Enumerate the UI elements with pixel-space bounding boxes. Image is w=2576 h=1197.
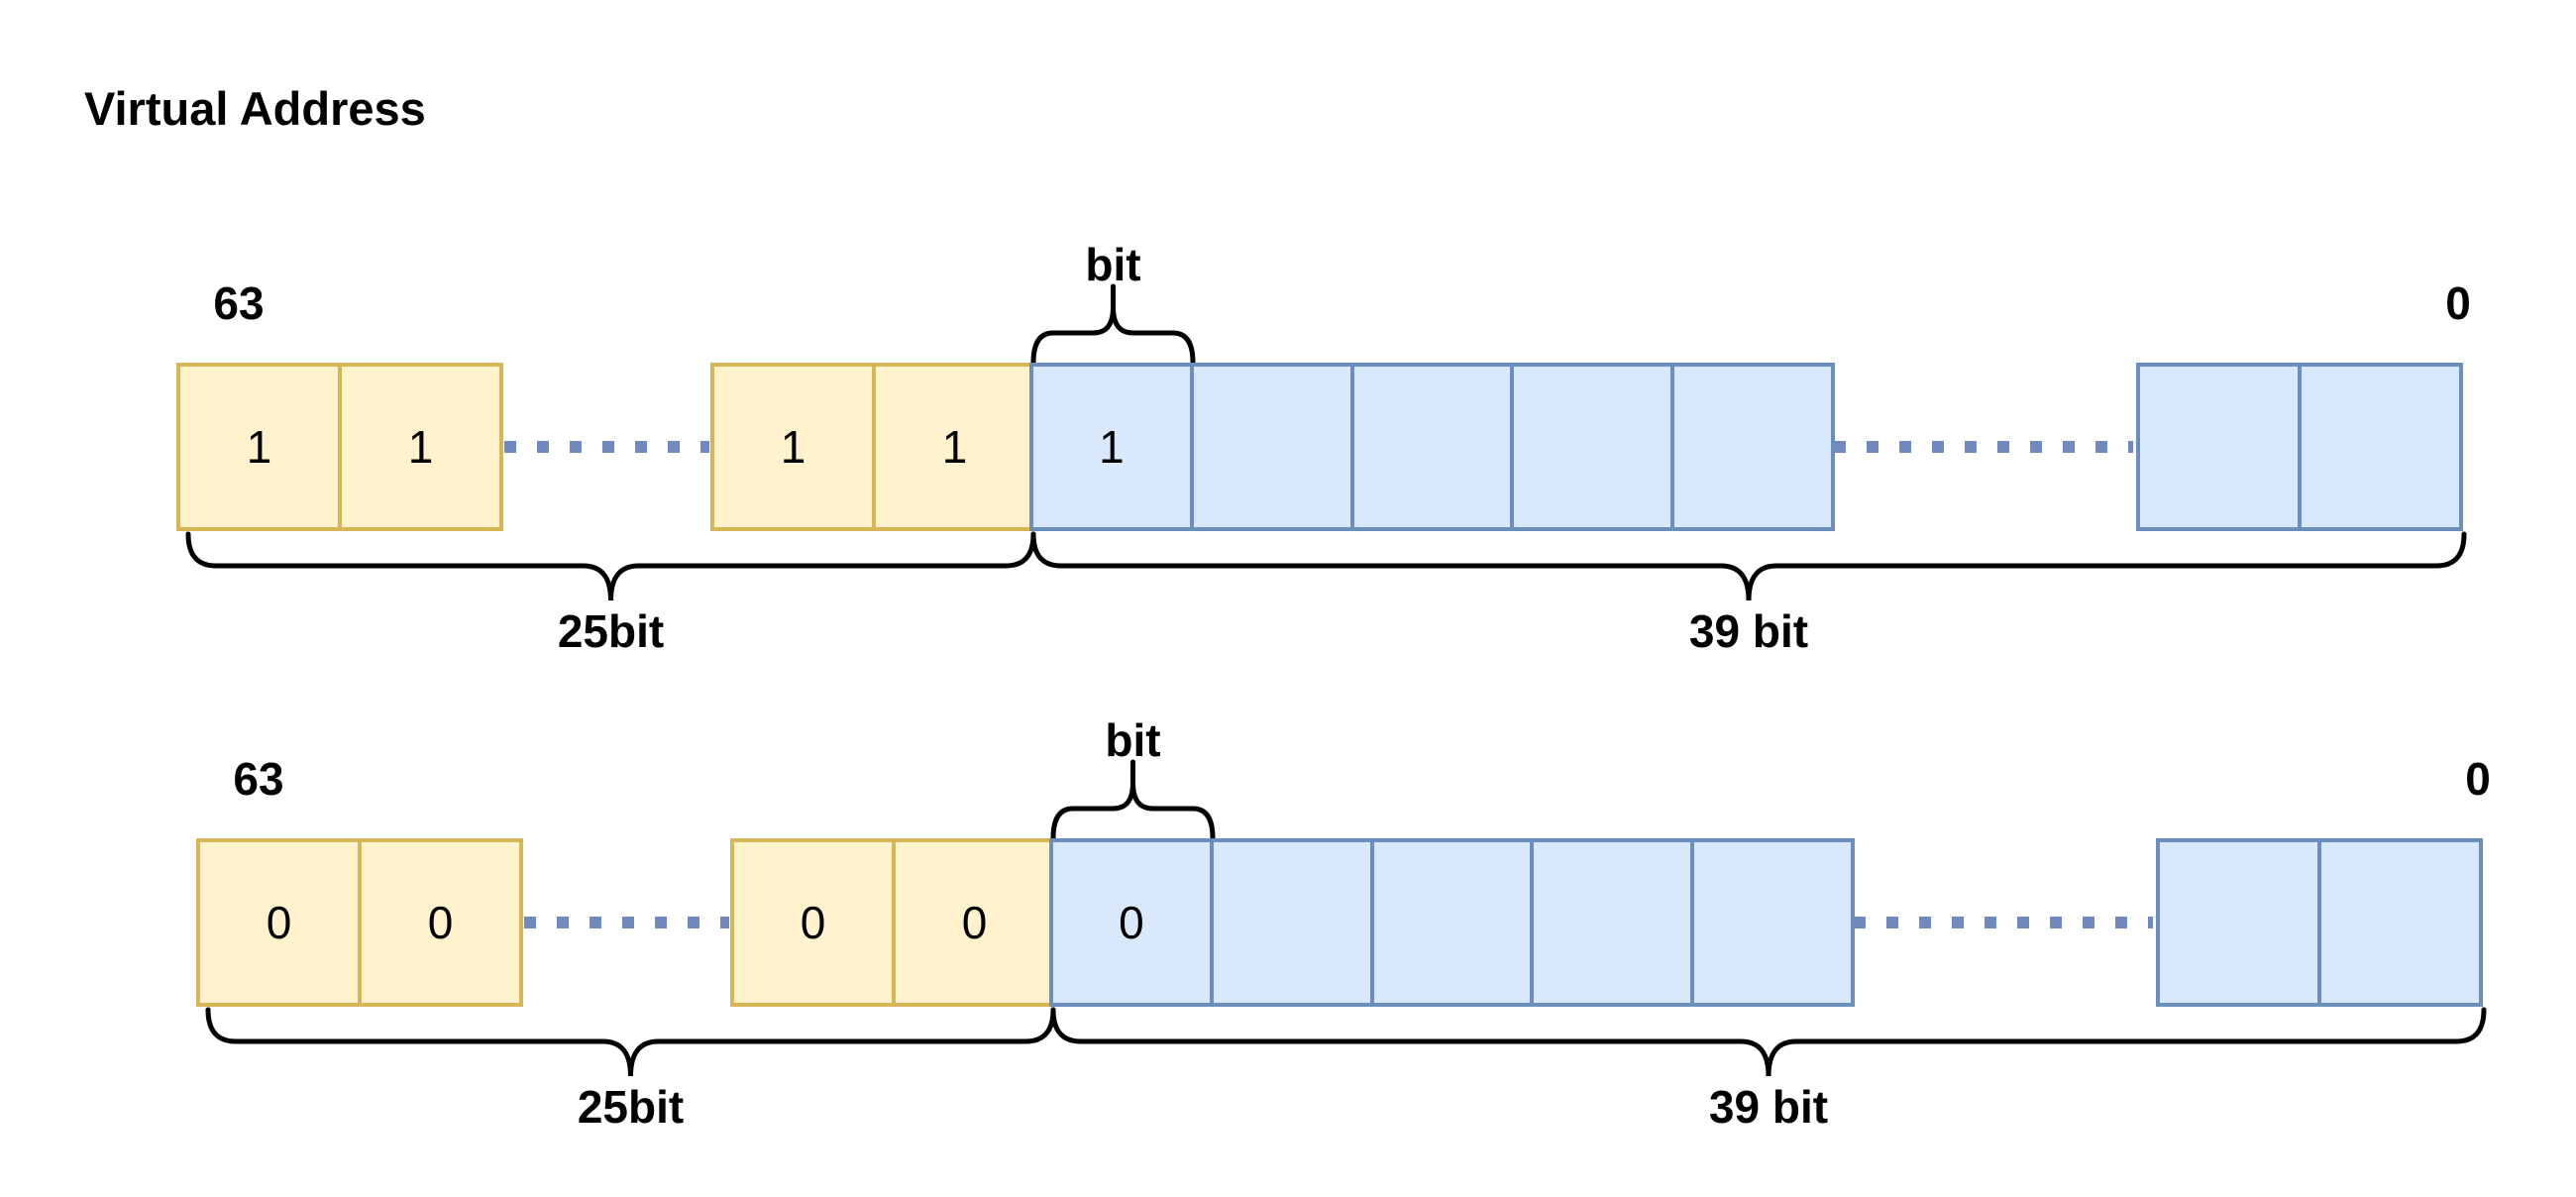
bit-cell: 1 xyxy=(180,367,338,527)
address-bits-cell-group: 0 xyxy=(1049,838,1855,1007)
curly-brace-25bit xyxy=(185,531,1036,601)
bit-cell xyxy=(2317,842,2479,1003)
address-bits-cell-group: 1 xyxy=(1029,363,1835,531)
bit-cell xyxy=(2140,367,2298,527)
bit-cell: 0 xyxy=(200,842,358,1003)
curly-brace-39bit xyxy=(1050,1007,2487,1077)
bit-cell: 1 xyxy=(872,367,1033,527)
bit-brace-label: bit xyxy=(1105,714,1161,766)
bit-brace-label: bit xyxy=(1085,239,1141,290)
bit-cell xyxy=(1510,367,1671,527)
curly-brace-25bit xyxy=(205,1007,1056,1077)
curly-brace-39bit xyxy=(1030,531,2467,601)
bit-index-63-label: 63 xyxy=(213,277,265,329)
bit-cell: 1 xyxy=(338,367,499,527)
bit-cell xyxy=(2298,367,2459,527)
curly-brace-bit xyxy=(1030,306,1196,366)
bit-cell xyxy=(1209,842,1370,1003)
page-title: Virtual Address xyxy=(84,82,426,135)
bit-cell xyxy=(1670,367,1831,527)
sign-width-label: 25bit xyxy=(557,605,665,657)
bit-cell xyxy=(1530,842,1691,1003)
offset-width-label: 39 bit xyxy=(1708,1081,1829,1133)
bit-cell: 0 xyxy=(1053,842,1210,1003)
bit-cell xyxy=(1690,842,1851,1003)
sign-width-label: 25bit xyxy=(577,1081,685,1133)
bit-cell: 1 xyxy=(1033,367,1190,527)
address-bits-cell-group xyxy=(2136,363,2463,531)
bit-cell xyxy=(1189,367,1350,527)
bit-cell xyxy=(1349,367,1511,527)
bit-cell: 0 xyxy=(358,842,519,1003)
bit-cell: 0 xyxy=(734,842,892,1003)
bit-cell xyxy=(2160,842,2317,1003)
bit-cell: 0 xyxy=(892,842,1053,1003)
bit-cell xyxy=(1369,842,1531,1003)
bit-cell: 1 xyxy=(714,367,872,527)
bit-index-63-label: 63 xyxy=(233,753,284,805)
bit-index-0-label: 0 xyxy=(2465,753,2491,805)
address-bits-cell-group xyxy=(2156,838,2483,1007)
offset-width-label: 39 bit xyxy=(1688,605,1809,657)
bit-index-0-label: 0 xyxy=(2445,277,2471,329)
curly-brace-bit xyxy=(1050,782,1216,841)
